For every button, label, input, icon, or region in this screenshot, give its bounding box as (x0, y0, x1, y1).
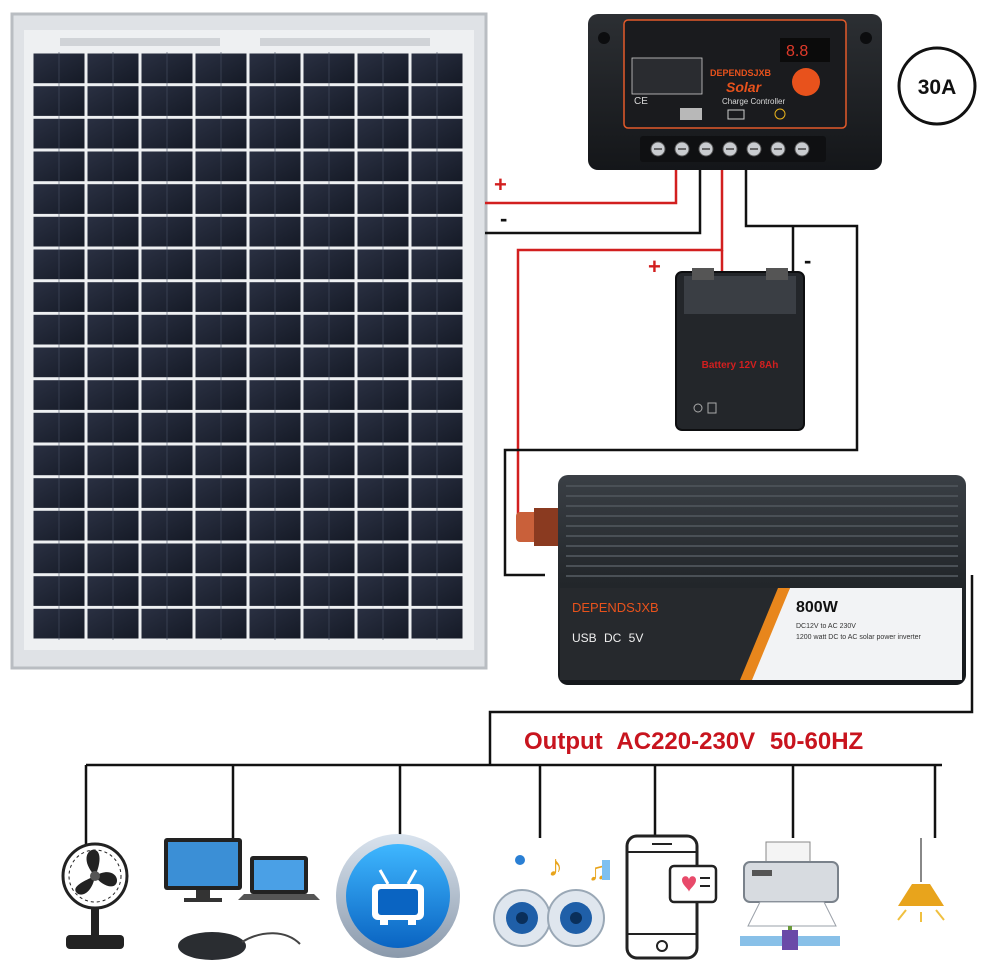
wire-inverter-positive (516, 170, 724, 520)
wire-panel-positive (485, 170, 678, 205)
solar-panel (10, 12, 488, 670)
battery: Battery 12V 8Ah (675, 268, 805, 431)
wire-panel-negative (485, 170, 702, 235)
television-icon (336, 834, 460, 958)
inverter-brand: DEPENDSJXB (572, 600, 659, 615)
inverter-spec-line2: 1200 watt DC to AC solar power inverter (796, 634, 922, 641)
inverter-spec-line1: DC12V to AC 230V (796, 623, 856, 630)
battery-negative-mark: - (804, 248, 811, 273)
controller-screw (598, 32, 610, 44)
battery-terminal-positive (692, 268, 714, 280)
wire-negative-return (503, 170, 859, 577)
inverter-usb-label: USB DC 5V (572, 631, 643, 645)
controller-subtitle: Charge Controller (722, 97, 785, 106)
inverter-terminal-boot (534, 508, 558, 546)
controller-screw (860, 32, 872, 44)
rating-badge-text: 30A (918, 76, 957, 99)
wiring (84, 170, 974, 845)
rating-badge: 30A (897, 46, 977, 126)
panel-busbar-right (260, 38, 430, 46)
speakers-music-icon: ♪ ♫ (493, 850, 610, 947)
inverter-label-stripe (740, 588, 790, 680)
battery-lid (684, 276, 796, 314)
battery-label: Battery 12V 8Ah (702, 360, 779, 371)
rating-badge-circle (897, 46, 977, 126)
panel-cell-grid (33, 52, 463, 640)
svg-text:♪: ♪ (548, 850, 563, 883)
printer-icon (740, 841, 840, 950)
controller-brand: DEPENDSJXB (710, 68, 772, 78)
battery-indicator-icon (727, 109, 745, 120)
panel-busbar-left (60, 38, 220, 46)
wire-output-feed (488, 575, 974, 765)
battery-terminal-negative (766, 268, 788, 280)
computer-monitor-laptop-icon (164, 838, 320, 960)
inverter-cooling-fins (566, 485, 958, 577)
devices: ♪ ♫ (61, 834, 945, 960)
controller-schematic (631, 57, 703, 95)
panel-negative-mark: - (500, 206, 507, 231)
ceiling-lamp-icon (897, 838, 945, 922)
controller-led-display (780, 38, 830, 62)
battery-symbol-icon (693, 403, 703, 413)
controller-logo-icon (792, 68, 820, 96)
battery-recycle-icon (707, 402, 717, 414)
fan-icon (61, 842, 129, 949)
inverter: DEPENDSJXB USB DC 5V 800W DC12V to AC 23… (516, 475, 966, 685)
controller-ce-mark: CE (634, 96, 648, 107)
controller-terminals (650, 141, 810, 157)
battery-positive-mark: + (648, 254, 661, 279)
smartphone-icon (625, 834, 718, 960)
charge-controller: 8.8 DEPENDSJXB Solar Charge Controller C… (588, 14, 882, 170)
controller-model: Solar (726, 79, 763, 95)
controller-led-digits: 8.8 (786, 43, 808, 60)
inverter-power: 800W (796, 599, 839, 616)
load-indicator-icon (774, 108, 786, 120)
solar-indicator-icon (680, 108, 702, 120)
panel-positive-mark: + (494, 172, 507, 197)
output-label: Output AC220-230V 50-60HZ (524, 728, 863, 755)
inverter-label-dark (560, 588, 790, 680)
